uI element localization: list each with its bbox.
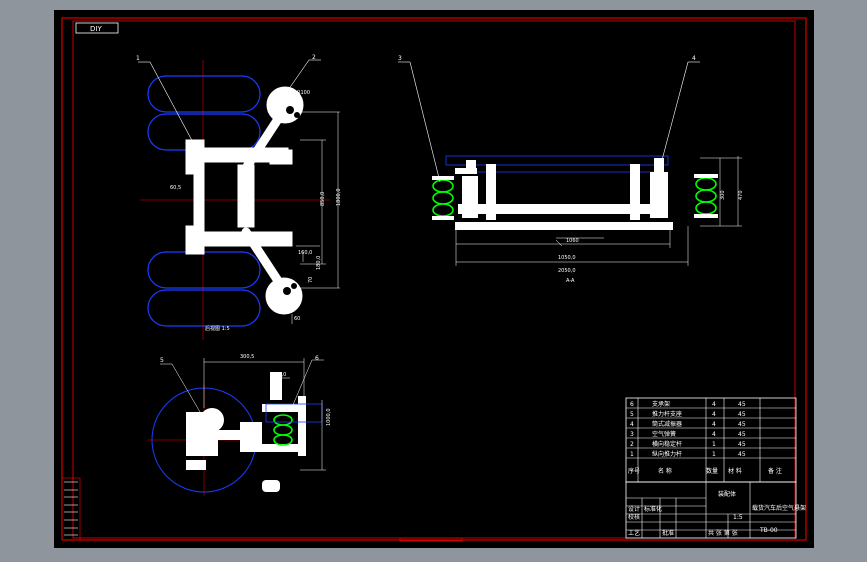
parts-list: 6 支承架 4 45 5 推力杆支座 4 45 4 筒式减振器 4 45 3 空… [625,397,797,483]
balloon-2: 2 [312,54,316,61]
part-row-1-mat: 45 [738,411,746,418]
parts-header-mat: 材 料 [728,467,742,475]
top-view: 1 2 R100 850,0 1800,0 160,0 180,0 60,5 7… [136,54,342,340]
dim-bottom-a: 300,5 [240,354,254,360]
dim-top-a: R100 [297,90,310,96]
corner-label-box [75,22,119,34]
balloon-3: 3 [398,55,402,62]
parts-header-qty: 数量 [706,467,718,475]
dim-bottom-c: 1000,0 [326,409,332,427]
part-row-0-no: 6 [630,401,634,408]
balloon-5: 5 [160,357,164,364]
part-row-3-name: 空气弹簧 [652,430,676,438]
bottom-view: 5 6 300,5 185,0 1000,0 [148,354,332,496]
part-row-5-name: 纵向推力杆 [652,450,682,458]
title-sheet: 共 张 第 张 [708,529,738,537]
view-label-section: A-A [566,278,575,284]
dim-top-d: 160,0 [298,250,312,256]
dimension-lines [291,111,340,324]
part-row-2-no: 4 [630,421,634,428]
dim-top-g: 70 [308,277,314,283]
left-strip [61,477,81,541]
outer-frame [61,17,807,541]
dim-side-e: 470 [738,190,744,200]
part-row-1-qty: 4 [712,411,716,418]
frame-rails [185,139,293,255]
part-row-3-no: 3 [630,431,634,438]
corner-label: DIY [90,25,102,33]
dim-side-a: 1060 [566,238,579,244]
title-name-cell: 装配体 [718,490,736,498]
tires [147,75,261,327]
part-row-1-no: 5 [630,411,634,418]
dim-top-h: 60 [294,316,300,322]
parts-header-name: 名 称 [658,467,672,475]
part-row-5-no: 1 [630,451,634,458]
dim-side-d: 300 [720,190,726,200]
title-main-cell: 载货汽车后空气悬架 [752,504,806,512]
title-block: 装配体 载货汽车后空气悬架 TB-00 设计 校核 标准化 工艺 批准 1:5 … [625,481,806,539]
parts-header-no: 序号 [628,467,640,475]
part-row-2-mat: 45 [738,421,746,428]
title-check: 校核 [628,513,640,521]
disc-details [283,106,300,295]
dim-top-b: 850,0 [320,192,326,206]
dim-side-c: 2050,0 [558,268,576,274]
part-row-4-qty: 1 [712,441,716,448]
dim-top-c: 1800,0 [336,189,342,207]
dim-side-b: 1050,0 [558,255,576,261]
title-approve: 批准 [662,529,674,537]
part-row-2-name: 筒式减振器 [652,420,682,428]
title-code-cell: TB-00 [759,527,778,534]
part-row-4-mat: 45 [738,441,746,448]
side-blue-box [445,155,669,166]
bottom-marker [399,537,463,542]
balloon-4: 4 [692,55,696,62]
title-design: 设计 [628,505,640,513]
part-row-5-qty: 1 [712,451,716,458]
drawing-background [54,10,814,548]
part-row-0-qty: 4 [712,401,716,408]
part-row-5-mat: 45 [738,451,746,458]
balloon-6: 6 [315,355,319,362]
title-std: 标准化 [644,505,662,513]
dim-bottom-b: 185,0 [272,372,286,378]
parts-header-note: 备 注 [768,467,782,475]
view-label-top: 后视图 1:5 [205,325,230,332]
part-row-4-name: 横向稳定杆 [652,440,682,448]
dim-top-f: 60,5 [170,185,181,191]
part-row-0-name: 支承架 [652,400,670,408]
side-view: 3 4 1060 1050,0 2050,0 300 470 A-A [398,55,744,284]
balloon-leaders [138,59,321,149]
dim-top-e: 180,0 [316,256,322,270]
part-row-4-no: 2 [630,441,634,448]
title-scale: 1:5 [733,514,743,521]
part-row-2-qty: 4 [712,421,716,428]
part-row-0-mat: 45 [738,401,746,408]
part-row-3-qty: 4 [712,431,716,438]
balloon-1: 1 [136,55,140,62]
part-row-1-name: 推力杆支座 [652,410,682,418]
title-process: 工艺 [628,529,640,537]
left-strip-lines [64,481,78,536]
part-row-3-mat: 45 [738,431,746,438]
